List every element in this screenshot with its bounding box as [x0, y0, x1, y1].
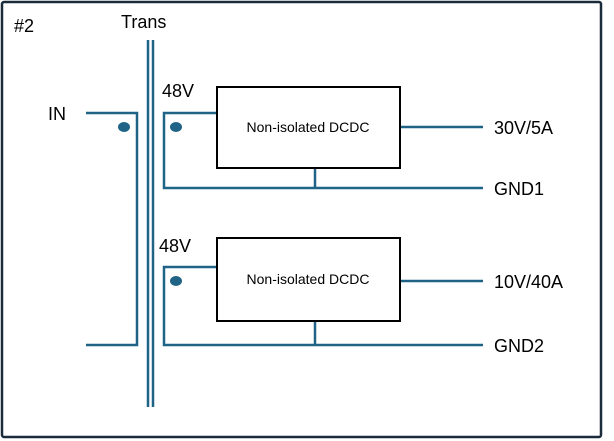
input-label: IN — [48, 104, 66, 124]
secondary-polarity-dot — [170, 122, 182, 132]
dcdc-converter-label: Non-isolated DCDC — [247, 119, 370, 135]
primary-polarity-dot — [118, 122, 130, 132]
dcdc-converter-label: Non-isolated DCDC — [247, 271, 370, 287]
output-label: 10V/40A — [494, 272, 563, 292]
ground-label: GND2 — [494, 336, 544, 356]
channel-1: 48V Non-isolated DCDC 30V/5A GND1 — [162, 81, 553, 199]
output-label: 30V/5A — [494, 118, 553, 138]
diagram-frame — [0, 0, 603, 439]
secondary-voltage-label: 48V — [162, 81, 194, 101]
dcdc-converter-box — [216, 86, 401, 169]
channel-2: 48V Non-isolated DCDC 10V/40A GND2 — [159, 236, 563, 356]
transformer-core — [146, 40, 155, 407]
dcdc-converter-box — [216, 237, 401, 322]
secondary-polarity-dot — [170, 276, 182, 286]
secondary-voltage-label: 48V — [159, 236, 191, 256]
secondary-winding-1 — [162, 111, 483, 190]
figure-label: #2 — [14, 16, 34, 36]
primary-winding — [86, 111, 139, 347]
secondary-winding-2 — [162, 265, 483, 347]
transformer-label: Trans — [121, 12, 166, 32]
ground-label: GND1 — [494, 179, 544, 199]
